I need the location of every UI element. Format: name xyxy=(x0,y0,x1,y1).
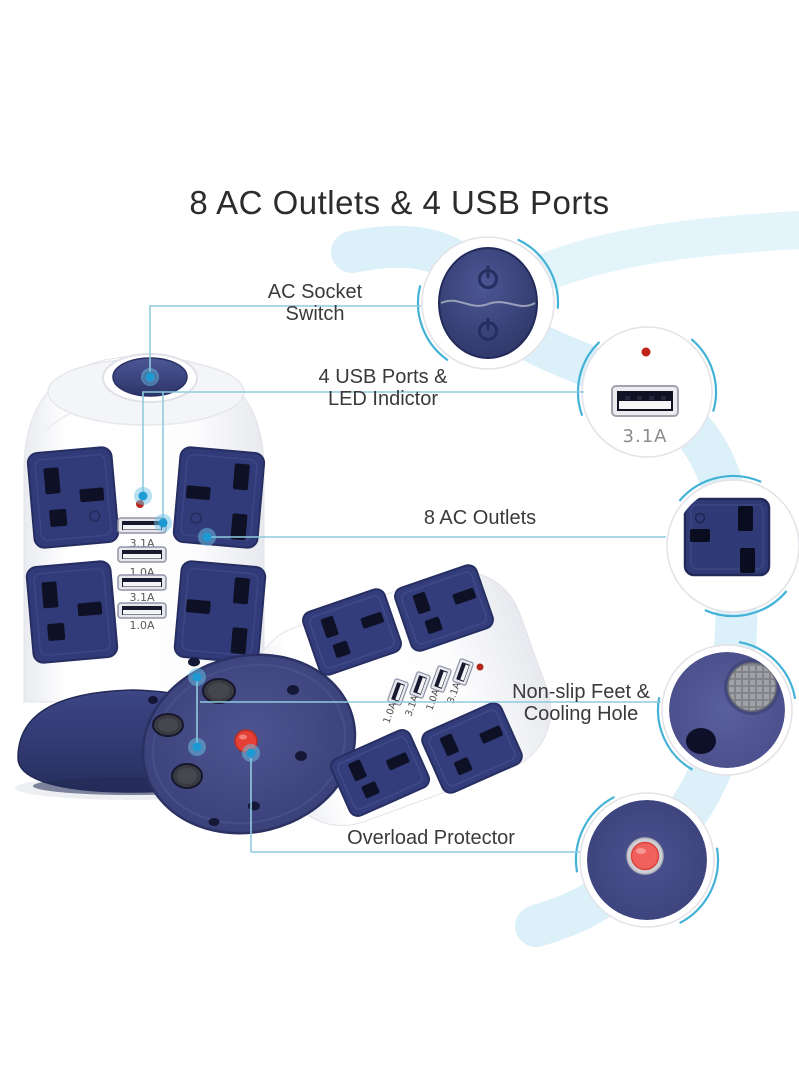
ac-socket-side xyxy=(329,729,431,817)
label-line: Overload Protector xyxy=(347,827,515,849)
tower-usb-ports: 3.1A 1.0A 3.1A 1.0A xyxy=(117,517,167,632)
tower-product: 3.1A 1.0A 3.1A 1.0A xyxy=(15,353,267,800)
label-line: Cooling Hole xyxy=(523,703,639,725)
detail-usb: 3.1A xyxy=(576,321,718,463)
label-ac-outlets: 8 AC Outlets xyxy=(380,507,580,529)
power-icon xyxy=(478,266,498,289)
ac-socket-side xyxy=(394,564,494,652)
ac-socket-lower-right xyxy=(173,560,267,664)
usb-port xyxy=(117,546,167,563)
usb-port xyxy=(452,658,474,686)
non-slip-foot xyxy=(724,659,780,715)
callout-dots xyxy=(134,368,260,762)
detail-switch xyxy=(416,231,560,375)
label-line: Switch xyxy=(285,303,345,325)
leader-line-switch xyxy=(149,305,421,372)
label-ac-socket-switch: AC Socket Switch xyxy=(215,281,415,325)
non-slip-feet xyxy=(152,678,236,789)
usb-port xyxy=(430,665,452,693)
usb-amp-label: 3.1A xyxy=(129,591,154,604)
usb-port xyxy=(117,602,167,619)
detail-base xyxy=(656,639,798,781)
label-line: LED Indictor xyxy=(327,388,439,410)
usb-port xyxy=(387,678,409,706)
usb-port xyxy=(117,517,167,534)
led-indicator xyxy=(476,663,484,671)
ac-socket xyxy=(683,497,771,577)
callout-dot xyxy=(134,487,152,505)
page-title: 8 AC Outlets & 4 USB Ports xyxy=(189,184,610,221)
usb-amp-label: 1.0A xyxy=(129,619,154,632)
label-usb-ports: 4 USB Ports & LED Indictor xyxy=(283,366,483,410)
side-usb-ports: 1.0A 3.1A 1.0A 3.1A xyxy=(381,658,484,725)
ac-socket-lower-left xyxy=(25,560,119,664)
ac-socket-side xyxy=(421,702,523,794)
callout-dot xyxy=(198,528,216,546)
usb-amp-label: 3.1A xyxy=(623,426,668,447)
ac-socket-side xyxy=(302,588,402,676)
led-indicator xyxy=(641,347,651,357)
cooling-hole xyxy=(686,728,716,754)
leader-lines xyxy=(142,305,666,853)
ac-socket-upper-left xyxy=(26,446,120,549)
leader-line-overload xyxy=(250,758,580,853)
leader-line-feet xyxy=(196,678,661,746)
usb-port xyxy=(409,671,431,699)
power-icon xyxy=(478,318,498,341)
callout-dot xyxy=(242,744,260,762)
callout-dot xyxy=(188,668,206,686)
ac-socket-upper-right xyxy=(172,446,266,549)
usb-port xyxy=(611,385,679,417)
callout-dot xyxy=(188,738,206,756)
usb-port xyxy=(117,574,167,591)
label-line: 4 USB Ports & xyxy=(318,366,448,388)
overload-protector-button xyxy=(626,837,664,875)
label-line: AC Socket xyxy=(267,281,363,303)
label-line: Non-slip Feet & xyxy=(512,681,650,703)
side-unit-product: 1.0A 3.1A 1.0A 3.1A xyxy=(141,564,552,835)
label-non-slip-feet: Non-slip Feet & Cooling Hole xyxy=(481,681,681,725)
detail-overload xyxy=(574,787,720,933)
leader-line-usb xyxy=(142,391,584,518)
detail-outlet xyxy=(661,474,799,618)
callout-dot xyxy=(141,368,159,386)
label-line: 8 AC Outlets xyxy=(423,507,537,529)
label-overload-protector: Overload Protector xyxy=(331,827,531,849)
callout-dot xyxy=(154,514,172,532)
